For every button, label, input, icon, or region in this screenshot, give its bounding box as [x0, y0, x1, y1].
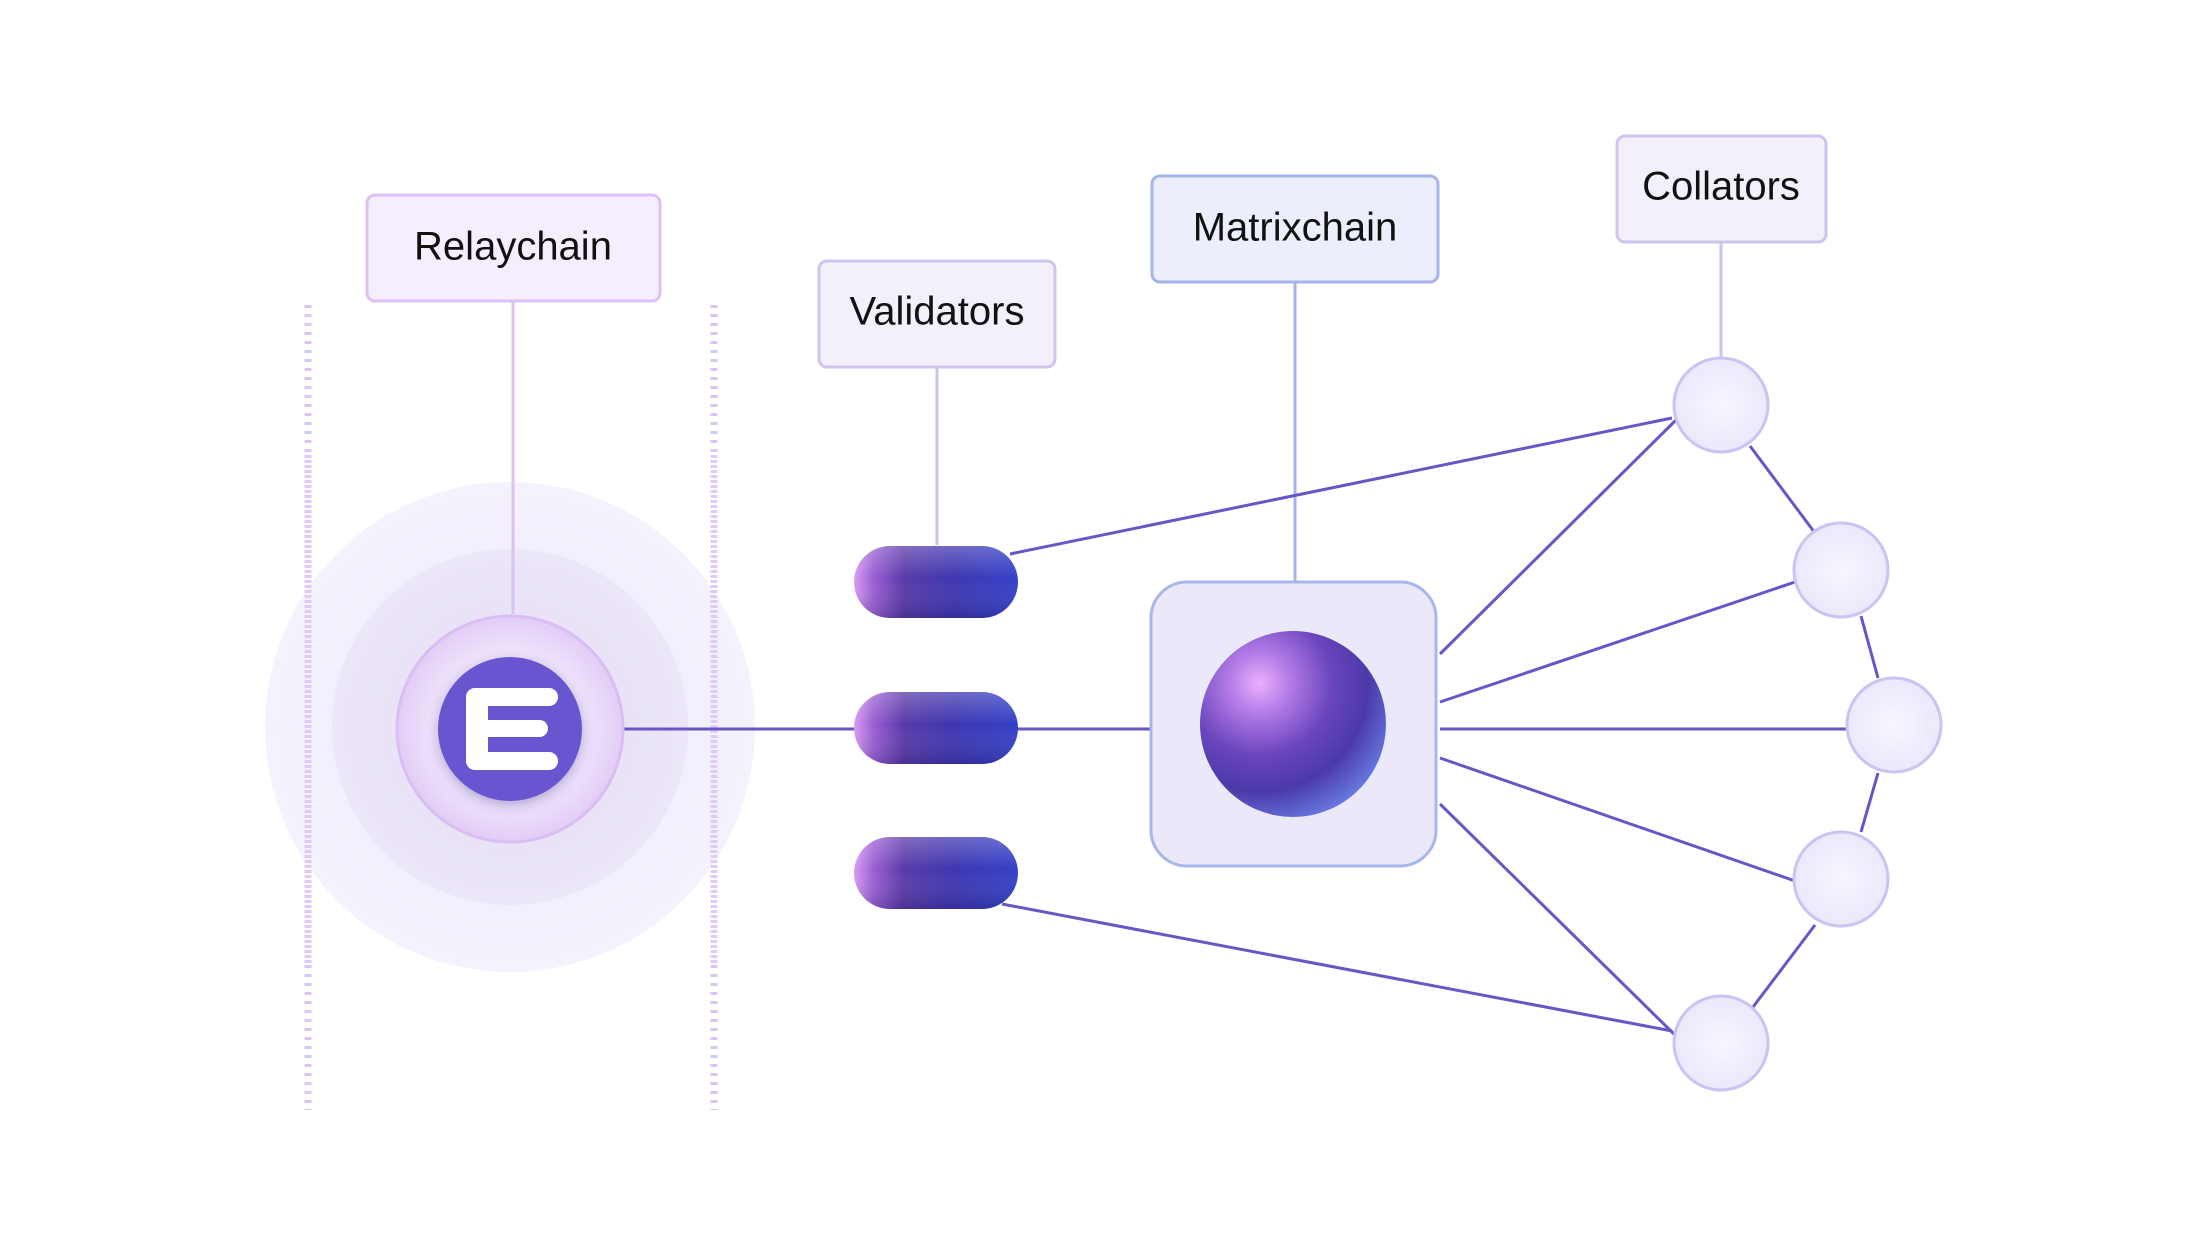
collator-node-1	[1672, 356, 1770, 454]
collator-2-to-3	[1859, 615, 1880, 679]
validator-nodes	[854, 546, 1018, 909]
validator-bottom-to-collator-5	[1001, 902, 1673, 1033]
collator-node-4	[1792, 830, 1890, 928]
matrix-to-collator-4	[1439, 756, 1799, 884]
matrix-to-collator-1	[1438, 418, 1678, 656]
collator-nodes	[1672, 356, 1943, 1092]
matrix-to-collator-2	[1439, 579, 1799, 704]
matrixchain-label: Matrixchain	[1150, 174, 1440, 284]
validators-label-text: Validators	[850, 290, 1025, 334]
collator-1-to-2	[1748, 445, 1817, 534]
relaychain-label-text: Relaychain	[414, 225, 612, 269]
validator-top-to-collator-1	[1009, 416, 1673, 556]
collators-label: Collators	[1615, 134, 1828, 244]
matrixchain-label-text: Matrixchain	[1193, 206, 1398, 250]
validator-pill-3	[854, 837, 1018, 909]
matrixchain-node	[1149, 580, 1438, 868]
collator-node-2	[1792, 521, 1890, 619]
validator-pill-1	[854, 546, 1018, 618]
matrix-to-collator-5	[1438, 802, 1678, 1038]
collators-label-text: Collators	[1642, 165, 1800, 209]
collator-4-to-5	[1748, 924, 1817, 1012]
matrixchain-sphere-icon	[1200, 631, 1386, 817]
validators-label: Validators	[817, 259, 1057, 369]
validator-pill-2	[854, 692, 1018, 764]
collator-3-to-4	[1859, 772, 1880, 833]
collator-node-3	[1845, 676, 1943, 774]
relaychain-label: Relaychain	[365, 193, 662, 303]
collator-node-5	[1672, 994, 1770, 1092]
relaychain-node	[395, 614, 625, 844]
enjin-e-glyph-icon	[466, 688, 558, 770]
